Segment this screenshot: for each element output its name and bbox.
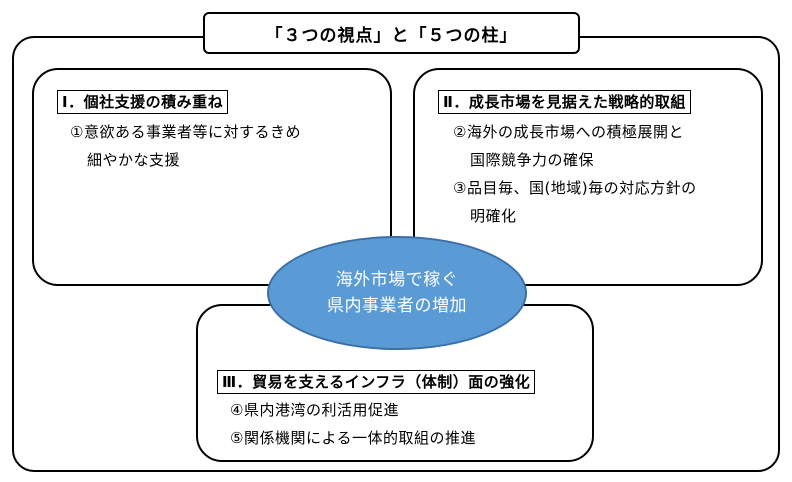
panel-2-heading: Ⅱ．成長市場を見据えた戦略的取組 [438,90,691,114]
pillar-1-line-1: ①意欲ある事業者等に対するきめ [70,123,301,141]
diagram-title: 「３つの視点」と「５つの柱」 [203,12,580,54]
panel-3-heading: Ⅲ．貿易を支えるインフラ（体制）面の強化 [217,370,536,394]
center-goal-ellipse: 海外市場で稼ぐ 県内事業者の増加 [267,236,527,350]
center-goal-line-1: 海外市場で稼ぐ [335,270,459,290]
pillar-3: ③品目毎、国(地域)毎の対応方針の 明確化 [453,174,697,230]
pillar-2: ②海外の成長市場への積極展開と 国際競争力の確保 [453,118,684,174]
pillar-4: ④県内港湾の利活用促進 [230,396,399,424]
pillar-3-line-2: 明確化 [470,207,517,225]
pillar-2-line-2: 国際競争力の確保 [470,151,595,169]
pillar-5-line-1: ⑤関係機関による一体的取組の推進 [230,429,476,447]
center-goal-line-2: 県内事業者の増加 [327,296,467,316]
pillar-2-line-1: ②海外の成長市場への積極展開と [453,123,684,141]
pillar-5: ⑤関係機関による一体的取組の推進 [230,424,476,452]
panel-1-heading: Ⅰ．個社支援の積み重ね [57,90,229,114]
pillar-3-line-1: ③品目毎、国(地域)毎の対応方針の [453,179,697,197]
pillar-1: ①意欲ある事業者等に対するきめ 細やかな支援 [70,118,301,174]
diagram-title-text: 「３つの視点」と「５つの柱」 [265,25,518,46]
pillar-4-line-1: ④県内港湾の利活用促進 [230,401,399,419]
pillar-1-line-2: 細やかな支援 [87,151,181,169]
